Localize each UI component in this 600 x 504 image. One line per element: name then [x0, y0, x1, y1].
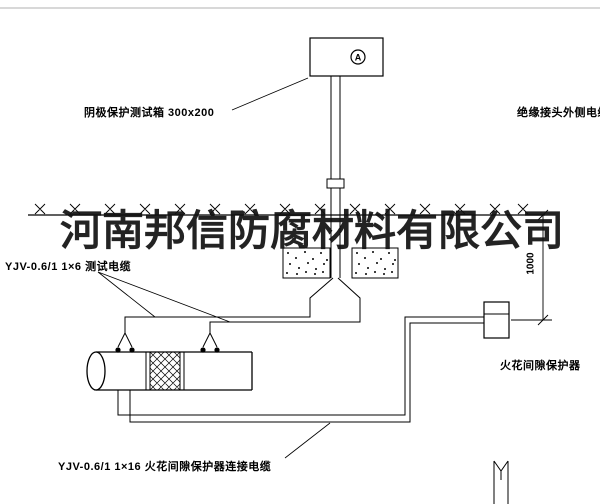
stipple-right — [355, 251, 396, 275]
label-outer-cable: 绝缘接头外侧电缆 — [517, 107, 600, 119]
pipe-end-cap — [86, 351, 106, 391]
test-cable-2 — [209, 277, 361, 333]
concrete-blocks — [282, 247, 399, 279]
label-spark-gap: 火花间隙保护器 — [500, 360, 581, 372]
ammeter-symbol: A — [355, 53, 362, 63]
insulating-joint — [149, 351, 181, 391]
cable-split-1 — [117, 332, 133, 348]
label-test-box: 阴极保护测试箱 300x200 — [84, 107, 215, 119]
protector-cable-1 — [117, 316, 484, 416]
label-test-cable: YJV-0.6/1 1×6 测试电缆 — [5, 261, 132, 273]
riser-conduit — [326, 76, 345, 278]
label-connect-cable: YJV-0.6/1 1×16 火花间隙保护器连接电缆 — [58, 461, 272, 473]
conduit-upper — [330, 76, 341, 179]
protector-body — [483, 301, 510, 339]
weld-terminals — [115, 347, 220, 353]
leader-lines — [97, 77, 331, 459]
concrete-block-left — [282, 247, 331, 279]
test-cable-1 — [124, 277, 334, 333]
cable-split-2 — [202, 332, 218, 348]
dimension-1000 — [511, 209, 552, 326]
weld-dot — [200, 347, 206, 353]
symbol-verticals — [493, 461, 509, 504]
stipple-left — [286, 251, 328, 275]
joint-crosshatch — [149, 351, 181, 391]
dimension-value: 1000 — [525, 252, 537, 275]
company-watermark: 河南邦信防腐材料有限公司 — [60, 209, 565, 255]
ground-line — [28, 203, 545, 216]
weld-dot — [115, 347, 121, 353]
test-cables — [117, 277, 361, 348]
leader-connect-cable — [284, 422, 331, 459]
concrete-block-right — [351, 247, 399, 279]
test-box-outline — [309, 37, 384, 77]
conduit-coupling — [326, 178, 345, 189]
joint-flanges — [145, 352, 185, 390]
dimension-ticks — [537, 209, 549, 326]
weld-dot — [129, 347, 135, 353]
protector-cables — [117, 316, 484, 423]
symbol-notch — [493, 460, 509, 480]
conduit-lower — [330, 188, 341, 278]
ground-hatch-marks — [34, 203, 529, 215]
pipe-break-symbol — [493, 460, 509, 504]
leader-test-box — [231, 77, 309, 111]
ammeter-circle — [350, 49, 366, 65]
test-box: A — [309, 37, 384, 77]
pipeline — [86, 347, 253, 391]
spark-gap-protector — [483, 301, 510, 339]
protector-cable-2 — [129, 322, 484, 423]
leader-test-cable — [97, 271, 231, 323]
weld-dot — [214, 347, 220, 353]
